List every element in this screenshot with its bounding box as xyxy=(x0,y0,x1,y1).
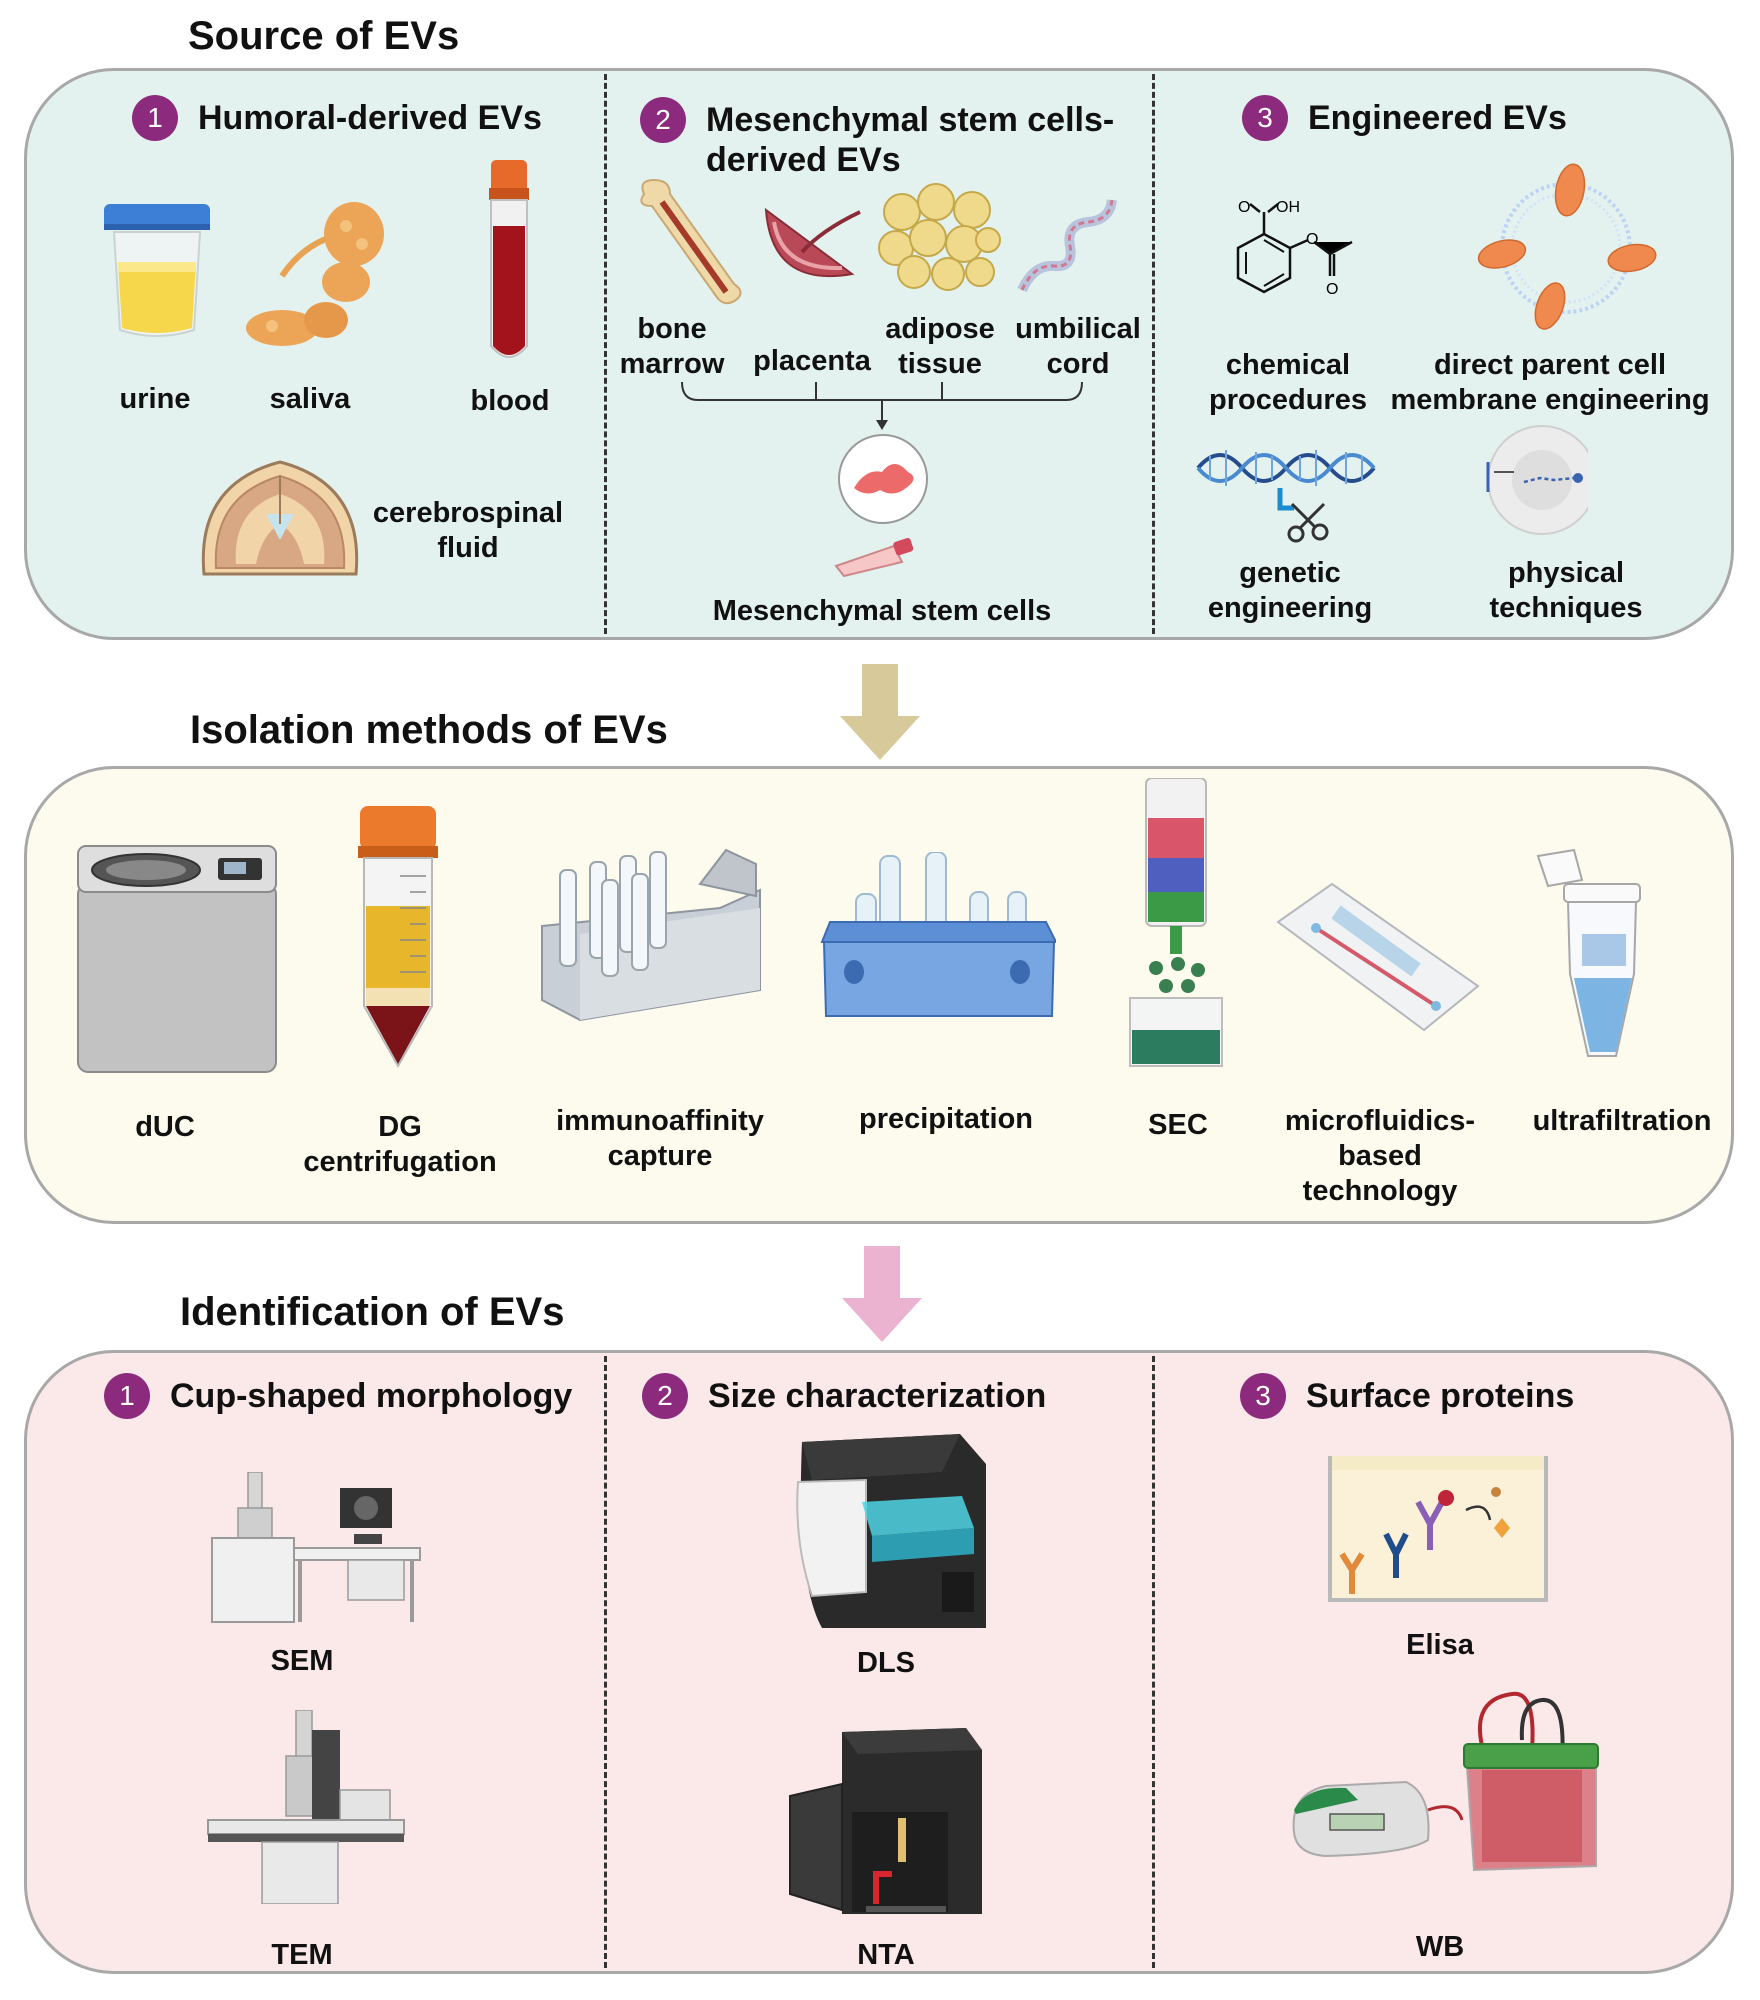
aspirin-structure-icon: O OH O O xyxy=(1206,196,1380,324)
saliva-gland-icon xyxy=(242,196,392,352)
number-badge: 2 xyxy=(640,97,686,143)
umbilical-cord-label: umbilical cord xyxy=(1015,313,1141,380)
immunoaffinity-capture-label: immunoaffinity capture xyxy=(556,1105,764,1172)
magnetic-rack-icon xyxy=(540,840,762,1026)
source-section-title: Source of EVs xyxy=(188,14,460,58)
msc-magnified-cell-icon xyxy=(836,432,930,526)
bone-marrow-label: bone marrow xyxy=(619,313,725,380)
dls-instrument-icon xyxy=(792,1432,990,1632)
nta-label: NTA xyxy=(857,1939,915,1971)
wb-label: WB xyxy=(1415,1931,1465,1963)
umbilical-cord-icon xyxy=(1014,194,1118,298)
urine-label: urine xyxy=(119,383,191,415)
microfluidic-chip-icon xyxy=(1276,882,1480,1032)
morphology-heading: 1 Cup-shaped morphology xyxy=(104,1373,572,1419)
dna-scissors-icon xyxy=(1196,438,1376,546)
source-divider-1 xyxy=(604,74,607,634)
placenta-label: placenta xyxy=(753,345,871,377)
chemical-procedures-label: chemical procedures xyxy=(1209,349,1367,416)
identification-divider-1 xyxy=(604,1356,607,1968)
msc-label: Mesenchymal stem cells xyxy=(712,595,1052,627)
tem-microscope-icon xyxy=(206,1710,406,1904)
urine-cup-icon xyxy=(100,200,214,340)
brain-cross-section-icon xyxy=(196,454,364,594)
ultrafiltration-label: ultrafiltration xyxy=(1532,1105,1712,1137)
tem-label: TEM xyxy=(271,1939,333,1971)
engineered-heading: 3 Engineered EVs xyxy=(1242,95,1567,141)
chem-oh-label: OH xyxy=(1276,199,1300,216)
number-badge: 3 xyxy=(1240,1373,1286,1419)
genetic-engineering-label: genetic engineering xyxy=(1207,557,1373,624)
elisa-well-icon xyxy=(1326,1454,1550,1604)
bone-icon xyxy=(630,176,748,306)
falcon-tube-icon xyxy=(356,806,440,1070)
elisa-label: Elisa xyxy=(1406,1629,1474,1661)
csf-label: cerebrospinal fluid xyxy=(372,497,564,564)
number-badge: 1 xyxy=(104,1373,150,1419)
chem-ester-o-label: O xyxy=(1306,231,1318,248)
chem-carbonyl-o-label: O xyxy=(1326,281,1338,298)
physical-techniques-icon xyxy=(1484,422,1588,540)
flow-down-arrow-pink xyxy=(842,1246,922,1344)
source-divider-2 xyxy=(1152,74,1155,634)
dls-label: DLS xyxy=(857,1647,915,1679)
sec-column-icon xyxy=(1126,778,1226,1068)
culture-flask-icon xyxy=(832,536,916,578)
adipose-icon xyxy=(878,182,1002,292)
adipose-tissue-label: adipose tissue xyxy=(885,313,995,380)
humoral-heading: 1 Humoral-derived EVs xyxy=(132,95,542,141)
centrifuge-icon xyxy=(74,840,280,1076)
size-heading: 2 Size characterization xyxy=(642,1373,1046,1419)
microfluidics-label: microfluidics- based technology xyxy=(1284,1105,1476,1207)
nta-instrument-icon xyxy=(786,1724,986,1920)
identification-section-title: Identification of EVs xyxy=(180,1290,565,1334)
sec-label: SEC xyxy=(1148,1109,1208,1141)
number-badge: 1 xyxy=(132,95,178,141)
flow-down-arrow-gold xyxy=(840,664,920,762)
ultrafiltration-tube-icon xyxy=(1534,846,1644,1066)
msc-heading: 2 Mesenchymal stem cells- derived EVs xyxy=(640,97,1114,180)
isolation-section-title: Isolation methods of EVs xyxy=(190,708,668,752)
membrane-engineering-icon xyxy=(1466,160,1666,332)
chem-o-label: O xyxy=(1238,199,1250,216)
sem-microscope-icon xyxy=(208,1472,424,1628)
sem-label: SEM xyxy=(270,1645,334,1677)
identification-divider-2 xyxy=(1152,1356,1155,1968)
tube-rack-icon xyxy=(820,852,1056,1022)
number-badge: 3 xyxy=(1242,95,1288,141)
saliva-label: saliva xyxy=(269,383,351,415)
blood-tube-icon xyxy=(486,160,532,366)
placenta-icon xyxy=(762,200,866,290)
dg-centrifugation-label: DG centrifugation xyxy=(303,1111,497,1178)
surface-proteins-heading: 3 Surface proteins xyxy=(1240,1373,1574,1419)
duc-label: dUC xyxy=(135,1111,195,1143)
precipitation-label: precipitation xyxy=(858,1103,1034,1135)
physical-techniques-label: physical techniques xyxy=(1489,557,1643,624)
number-badge: 2 xyxy=(642,1373,688,1419)
membrane-engineering-label: direct parent cell membrane engineering xyxy=(1390,349,1710,416)
bracket-connector xyxy=(680,380,1084,432)
blood-label: blood xyxy=(470,385,550,417)
western-blot-apparatus-icon xyxy=(1286,1690,1606,1890)
